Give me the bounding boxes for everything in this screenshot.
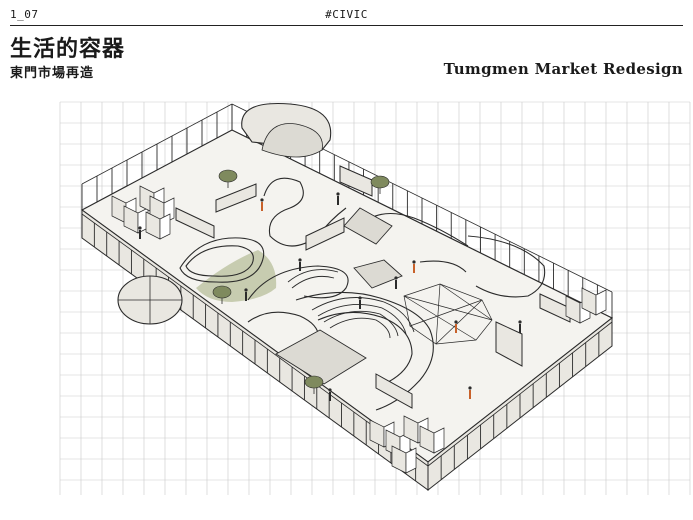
page-number: 1_07 <box>10 8 39 21</box>
top-bar: 1_07 #CIVIC <box>10 6 683 26</box>
round-pavilion <box>117 275 183 325</box>
stall-modules <box>111 185 607 474</box>
amphitheatre <box>287 269 415 339</box>
partitions <box>175 165 571 409</box>
subtitle-chinese: 東門市場再造 <box>10 66 95 81</box>
space-frame-canopy <box>403 283 493 345</box>
dome-pavilion <box>241 102 332 158</box>
subtitle-english: Tumgmen Market Redesign <box>443 60 683 78</box>
header-rule <box>10 25 683 26</box>
page-title: 生活的容器 <box>10 37 126 62</box>
figures <box>138 169 522 401</box>
plazas <box>275 207 403 385</box>
category-tag: #CIVIC <box>325 8 368 21</box>
